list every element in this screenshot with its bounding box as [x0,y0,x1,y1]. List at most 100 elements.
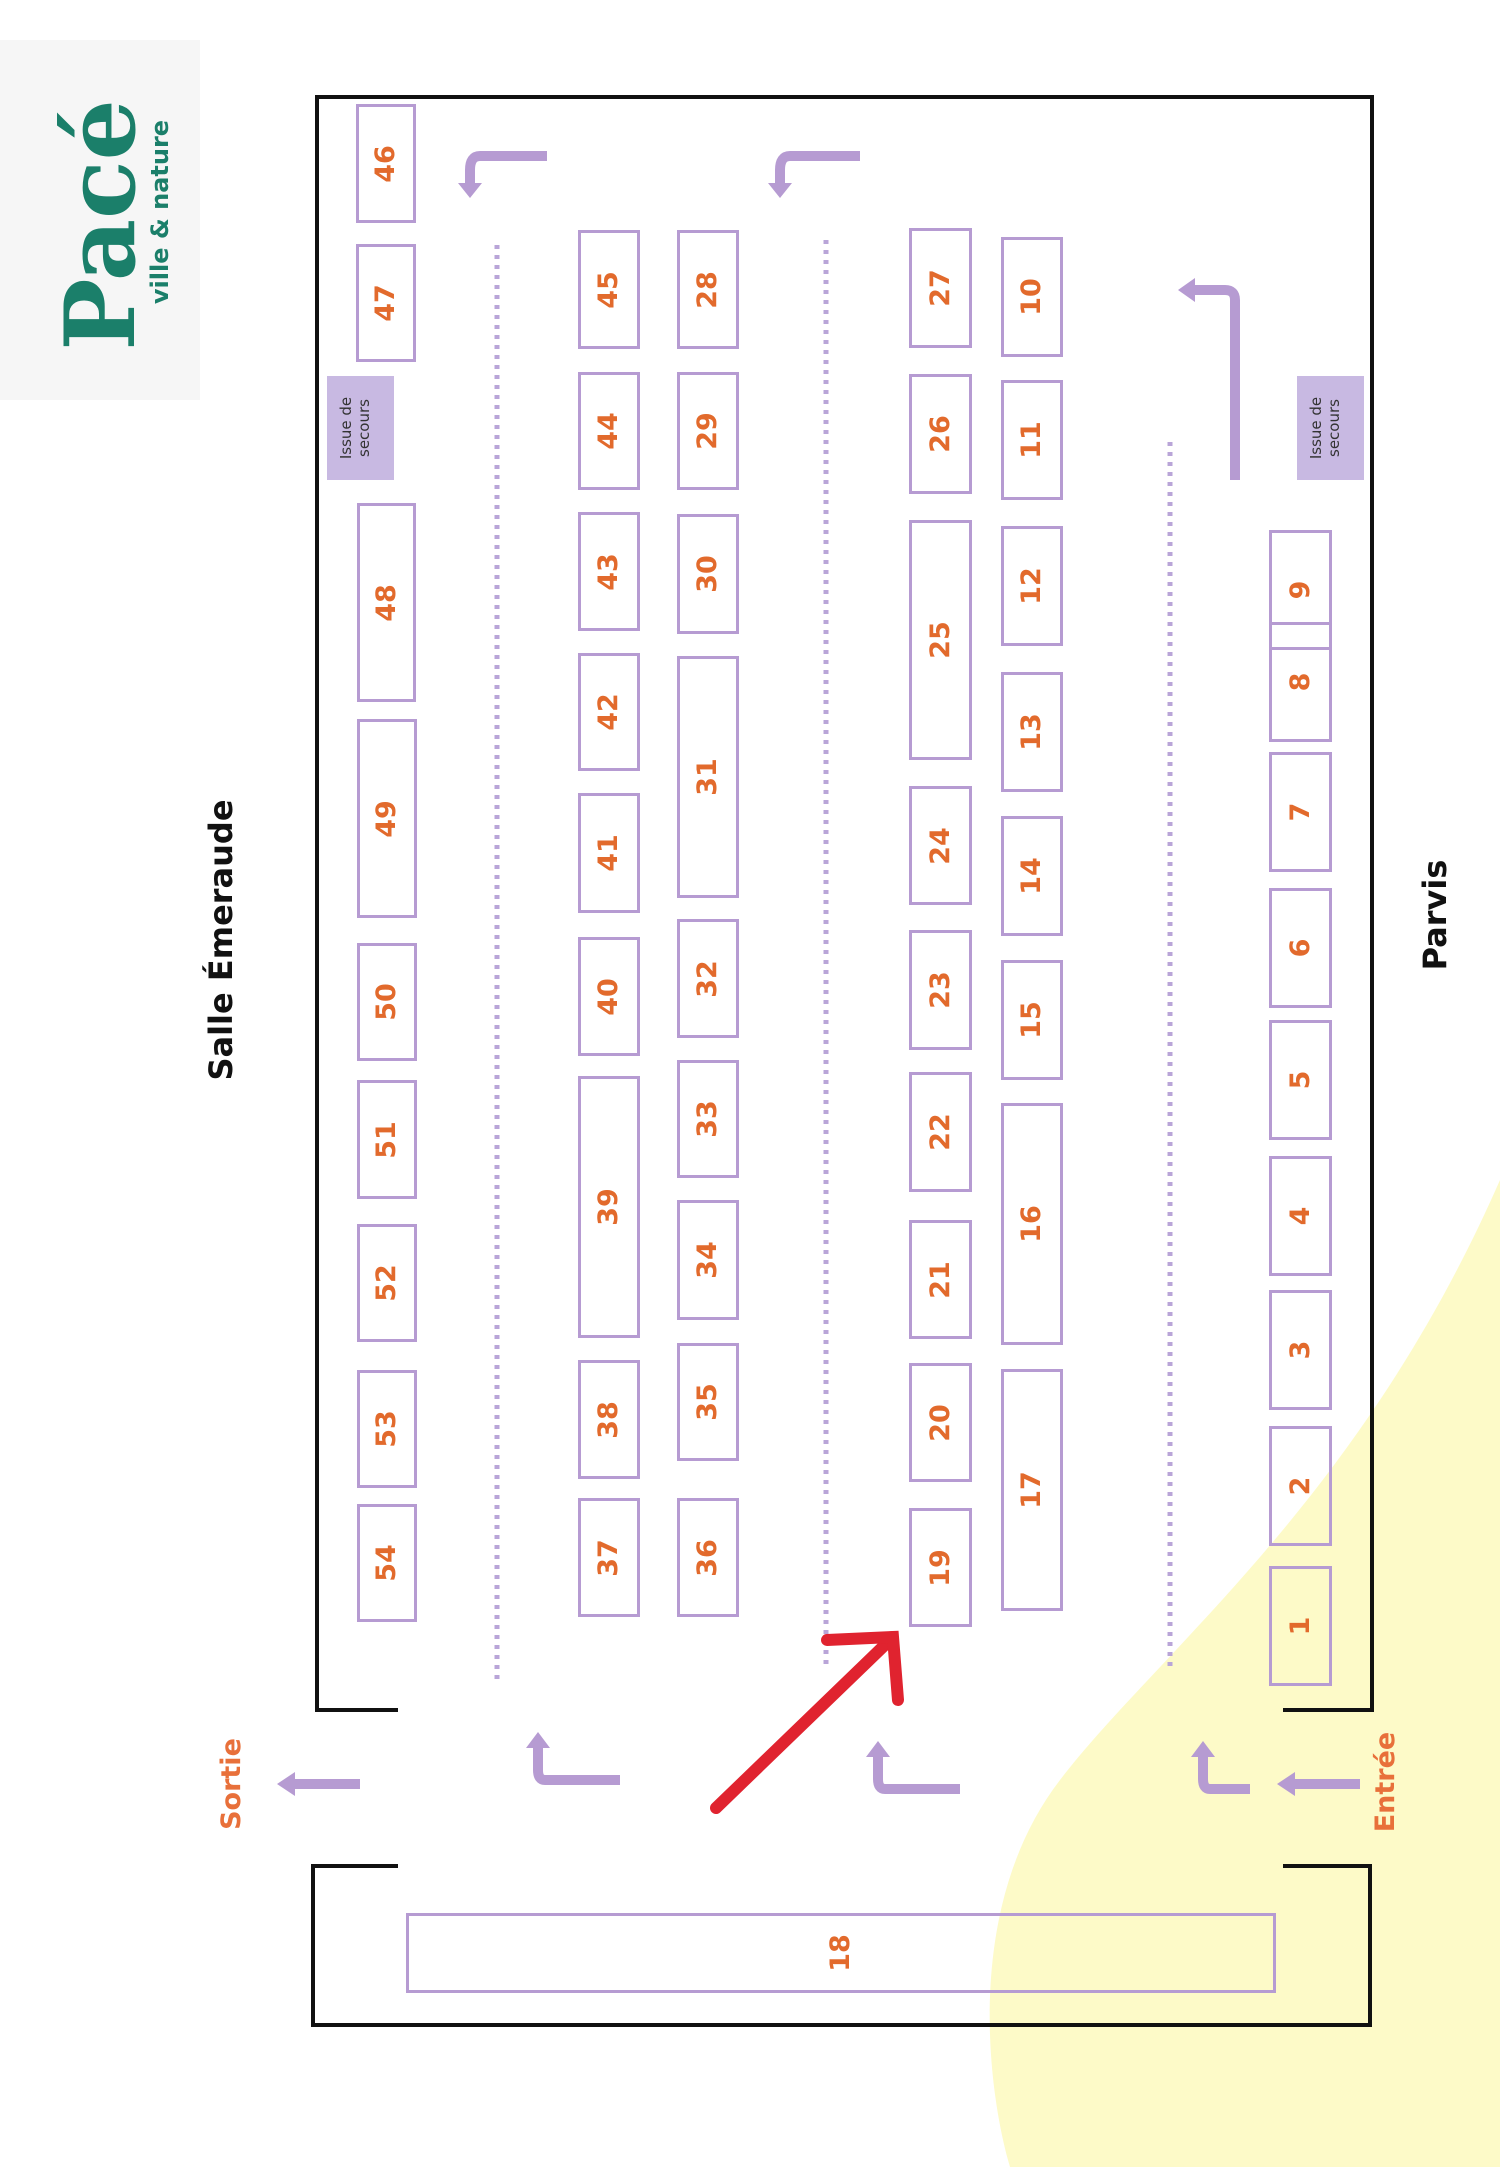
stand-54[interactable]: 54 [357,1504,417,1622]
stand-4[interactable]: 4 [1269,1156,1332,1276]
stand-31[interactable]: 31 [677,656,739,898]
stand-19[interactable]: 19 [909,1508,972,1627]
logo-panel [0,40,200,400]
stand-42[interactable]: 42 [578,653,640,771]
stand-28[interactable]: 28 [677,230,739,349]
stand-24[interactable]: 24 [909,786,972,905]
stand-48[interactable]: 48 [357,503,416,702]
stand-number: 48 [370,583,402,622]
stand-11[interactable]: 11 [1001,380,1063,500]
stand-number: 37 [593,1538,624,1577]
stand-16[interactable]: 16 [1001,1103,1063,1345]
stand-number: 20 [924,1403,956,1442]
stand-number: 10 [1016,278,1047,316]
arrow-icon [873,1757,960,1794]
stand-26[interactable]: 26 [909,374,972,494]
stand-15[interactable]: 15 [1001,960,1063,1080]
stand-14[interactable]: 14 [1001,816,1063,936]
stand-21[interactable]: 21 [909,1220,972,1339]
stand-number: 45 [593,270,624,309]
stand-34[interactable]: 34 [677,1200,739,1320]
stand-number: 19 [924,1548,956,1587]
stand-36[interactable]: 36 [677,1498,739,1617]
stand-number: 43 [593,552,624,591]
stand-40[interactable]: 40 [578,937,640,1056]
stand-number: 53 [371,1410,402,1448]
aisle-lines [494,240,1173,1680]
stand-number: 32 [692,959,723,998]
stand-7[interactable]: 7 [1269,752,1332,872]
stand-5[interactable]: 5 [1269,1020,1332,1140]
yellow-background-shape [989,1180,1500,2167]
stand-number: 18 [825,1934,856,1972]
stand-number: 3 [1284,1340,1316,1360]
stand-25[interactable]: 25 [909,520,972,760]
stand-number: 8 [1284,672,1316,692]
stand-number: 12 [1016,567,1047,605]
stand-number: 47 [370,284,401,322]
stand-number: 17 [1016,1471,1047,1509]
stand-23[interactable]: 23 [909,930,972,1050]
stand-9[interactable]: 9 [1269,530,1332,650]
stand-1[interactable]: 1 [1269,1566,1332,1686]
emergency-exit-label: Issue de secours [336,396,373,460]
stand-17[interactable]: 17 [1001,1369,1063,1611]
stand-51[interactable]: 51 [357,1080,417,1199]
stand-number: 33 [692,1100,723,1138]
stand-33[interactable]: 33 [677,1060,739,1178]
direction-arrowheads [277,183,1295,1796]
stand-46[interactable]: 46 [356,104,416,223]
stand-number: 16 [1016,1205,1047,1243]
stand-number: 51 [371,1120,402,1159]
stand-41[interactable]: 41 [578,793,640,913]
stand-8[interactable]: 8 [1269,622,1332,742]
stand-number: 21 [924,1260,956,1299]
stand-number: 29 [692,412,723,450]
stand-number: 35 [692,1383,723,1421]
stand-50[interactable]: 50 [357,943,417,1061]
stand-3[interactable]: 3 [1269,1290,1332,1410]
stand-12[interactable]: 12 [1001,526,1063,646]
stand-37[interactable]: 37 [578,1498,640,1617]
stand-27[interactable]: 27 [909,228,972,348]
stand-35[interactable]: 35 [677,1343,739,1461]
stand-number: 30 [692,555,723,593]
arrow-icon [465,151,547,183]
stand-number: 15 [1016,1001,1047,1039]
stand-2[interactable]: 2 [1269,1426,1332,1546]
stand-10[interactable]: 10 [1001,237,1063,357]
stand-32[interactable]: 32 [677,919,739,1038]
stand-39[interactable]: 39 [578,1076,640,1338]
stand-number: 34 [692,1241,723,1279]
lower-room-walls [311,1864,1372,2027]
stand-44[interactable]: 44 [578,372,640,490]
stand-45[interactable]: 45 [578,230,640,349]
entrance-label: Entrée [1370,1731,1401,1833]
stand-30[interactable]: 30 [677,514,739,634]
exit-label: Sortie [216,1738,247,1830]
stand-49[interactable]: 49 [357,719,417,918]
stand-6[interactable]: 6 [1269,888,1332,1008]
stand-43[interactable]: 43 [578,512,640,631]
stand-number: 2 [1284,1476,1316,1496]
stand-number: 1 [1284,1616,1316,1636]
stand-29[interactable]: 29 [677,372,739,490]
stand-number: 42 [593,693,624,731]
stand-number: 31 [692,758,723,796]
arrowhead-icon [277,1772,295,1796]
stand-22[interactable]: 22 [909,1072,972,1192]
stand-38[interactable]: 38 [578,1360,640,1479]
stand-number: 25 [924,621,956,659]
stand-47[interactable]: 47 [356,244,416,362]
stand-20[interactable]: 20 [909,1363,972,1482]
logo-tagline: ville & nature [146,119,174,305]
stand-52[interactable]: 52 [357,1224,417,1342]
stand-18[interactable]: 18 [406,1913,1276,1993]
emergency-exit-label: Issue de secours [1306,396,1343,460]
stand-13[interactable]: 13 [1001,672,1063,792]
stand-53[interactable]: 53 [357,1370,417,1488]
arrow-icon [1198,1757,1250,1794]
stand-number: 13 [1016,713,1047,751]
arrowhead-icon [458,183,482,198]
